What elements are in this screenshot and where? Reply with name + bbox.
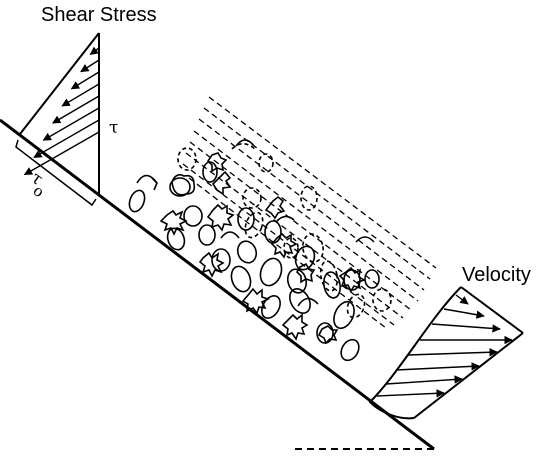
shear-stress-profile	[19, 32, 100, 194]
shear-stress-arrow	[33, 119, 100, 159]
velocity-arrow	[376, 389, 445, 398]
velocity-arrow	[385, 375, 463, 385]
shear-stress-arrows	[23, 46, 100, 176]
velocity-arrow	[395, 362, 480, 371]
shear-stress-arrow	[51, 95, 100, 124]
velocity-arrows	[376, 294, 513, 398]
shear-stress-arrow	[42, 107, 100, 141]
shear-stress-arrow	[23, 131, 100, 176]
velocity-arrow	[431, 323, 501, 333]
velocity-arrow	[455, 294, 469, 305]
slope-bed	[0, 118, 435, 451]
velocity-label: Velocity	[462, 264, 531, 286]
velocity-arrow	[407, 348, 498, 357]
shear-stress-label: Shear Stress	[41, 4, 157, 26]
tau-label: τ	[109, 118, 118, 138]
velocity-arrow	[443, 308, 485, 319]
shear-stress-arrow	[89, 46, 100, 56]
shear-stress-arrow	[70, 71, 100, 90]
tau-zero-bracket	[15, 139, 97, 207]
shear-stress-arrow	[61, 83, 100, 107]
shear-stress-arrow	[80, 59, 100, 73]
velocity-profile	[368, 286, 524, 420]
sediment-particles	[128, 139, 392, 362]
flow-lines	[182, 96, 437, 329]
